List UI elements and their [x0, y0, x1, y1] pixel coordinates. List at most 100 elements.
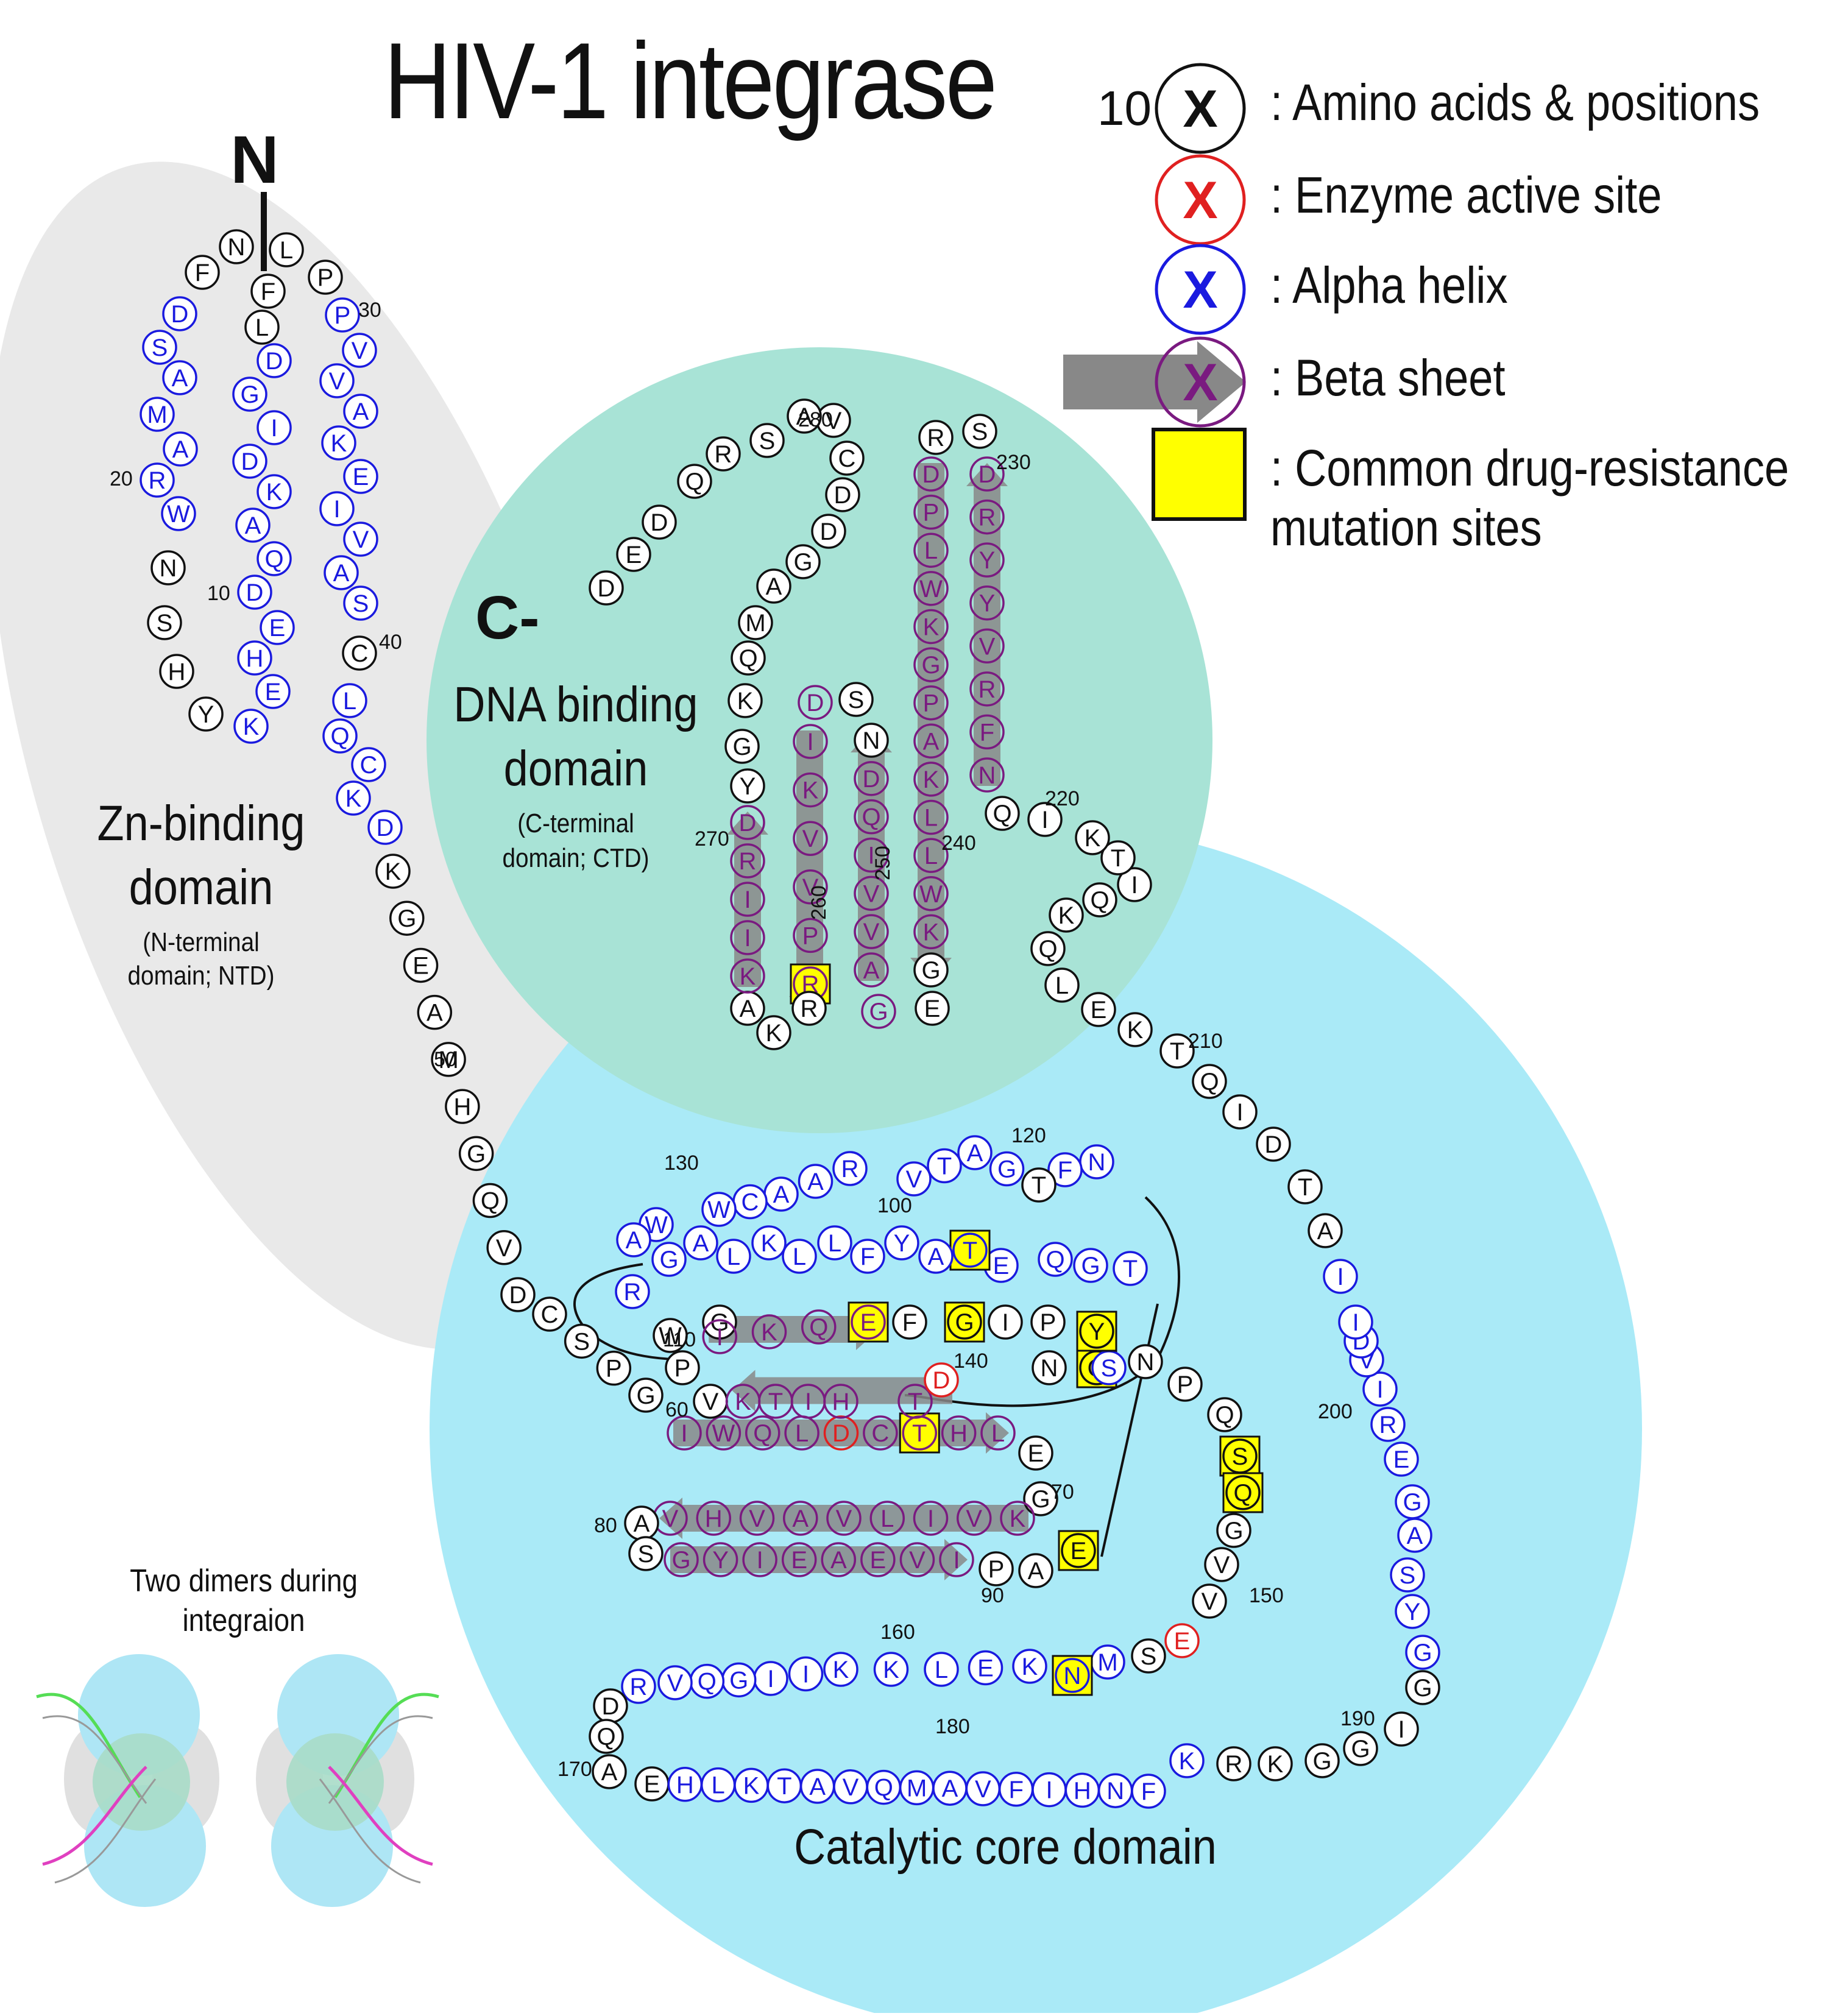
residue: I	[753, 1661, 788, 1696]
residue: G	[721, 1662, 757, 1698]
residue: M	[1090, 1644, 1125, 1680]
residue: Q	[985, 796, 1020, 831]
residue-letter: K	[923, 766, 940, 793]
drug-resistance-square	[949, 1229, 991, 1271]
residue: A	[343, 394, 378, 429]
residue: V	[833, 1769, 868, 1805]
residue: Q	[1207, 1397, 1242, 1432]
residue: L	[924, 1652, 959, 1687]
residue: V	[854, 914, 889, 949]
residue-letter: D	[651, 509, 668, 536]
residue-letter: K	[1010, 1505, 1026, 1532]
residue: R	[730, 843, 765, 879]
legend-sheet-circle	[1155, 336, 1246, 428]
residue: G	[1405, 1670, 1440, 1705]
residue-circle	[417, 994, 453, 1030]
residue-circle	[731, 640, 766, 676]
residue-circle	[913, 952, 949, 988]
position-label: 80	[594, 1514, 617, 1537]
residue-circle	[896, 1161, 932, 1197]
residue: L	[700, 1767, 736, 1803]
residue-letter: P	[334, 302, 351, 329]
residue-circle	[724, 729, 760, 764]
residue-circle	[823, 1384, 858, 1419]
residue-letter: Q	[1215, 1402, 1234, 1429]
residue-circle	[1256, 1126, 1291, 1162]
residue-letter: M	[147, 401, 167, 428]
residue-letter: L	[935, 1657, 948, 1683]
residue: V	[965, 1771, 1001, 1806]
residue-letter: Q	[698, 1669, 717, 1696]
residue-circle	[854, 799, 889, 835]
residue: G	[458, 1136, 494, 1172]
residue-circle	[255, 674, 291, 709]
residue-letter: L	[880, 1505, 894, 1532]
residue-letter: I	[868, 843, 874, 869]
residue-circle	[628, 1536, 664, 1571]
residue: S	[142, 330, 177, 365]
residue: V	[816, 403, 851, 438]
residue-letter: T	[1123, 1256, 1138, 1282]
residue-circle	[749, 423, 785, 458]
residue: T	[1100, 840, 1136, 875]
residue: P	[308, 260, 343, 295]
residue-letter: G	[467, 1141, 486, 1167]
residue-letter: E	[353, 464, 369, 490]
residue: K	[730, 958, 765, 994]
ctd-subtitle-line2: domain; CTD)	[502, 843, 649, 873]
residue-letter: I	[1002, 1309, 1008, 1336]
residue-letter: G	[1031, 1486, 1050, 1513]
residue: Y	[188, 696, 224, 732]
residue: N	[219, 229, 254, 264]
residue-circle	[798, 1164, 834, 1199]
residue-letter: I	[757, 1547, 763, 1574]
residue-letter: C	[742, 1189, 759, 1216]
residue-letter: V	[836, 1505, 852, 1532]
residue-letter: D	[739, 810, 757, 836]
residue: A	[683, 1225, 718, 1261]
position-label: 40	[379, 631, 402, 654]
residue: L	[269, 232, 304, 267]
residue-letter: A	[942, 1775, 958, 1802]
residue-circle	[188, 696, 224, 732]
residue-circle	[664, 1542, 699, 1577]
residue-circle	[163, 431, 198, 467]
legend-helix-circle	[1155, 244, 1246, 335]
residue-circle	[969, 628, 1005, 664]
residue-letter: A	[830, 1547, 847, 1574]
residue-letter: Q	[685, 469, 704, 495]
residue-letter: Q	[993, 801, 1011, 827]
residue-letter: R	[979, 504, 996, 531]
residue-circle	[336, 780, 371, 816]
residue: P	[793, 918, 828, 953]
residue: M	[140, 397, 175, 432]
residue-letter: E	[1091, 997, 1107, 1024]
residue: R	[1370, 1407, 1406, 1442]
residue: Y	[969, 542, 1005, 578]
residue: H	[1064, 1772, 1100, 1808]
residue-letter: W	[712, 1420, 735, 1447]
residue: A	[616, 1222, 651, 1257]
residue-circle	[683, 1225, 718, 1261]
residue-letter: L	[1055, 972, 1069, 999]
residue-circle	[703, 1542, 738, 1577]
residue-circle	[1018, 1553, 1053, 1588]
residue-circle	[219, 229, 254, 264]
residue-letter: W	[167, 501, 190, 528]
residue-letter: A	[773, 1181, 790, 1208]
residue-circle	[1405, 1670, 1440, 1705]
residue-letter: R	[624, 1279, 642, 1306]
residue-circle	[791, 991, 827, 1026]
residue-letter: A	[792, 1505, 809, 1532]
residue: A	[235, 508, 271, 543]
residue-letter: T	[1170, 1038, 1184, 1065]
residue-circle	[1323, 1259, 1358, 1294]
residue-circle	[342, 635, 377, 671]
ctd-title-line2: domain	[503, 741, 648, 796]
legend-label-aa: : Amino acids & positions	[1270, 74, 1760, 131]
residue-circle	[701, 1192, 737, 1227]
residue-letter: R	[739, 848, 757, 875]
residue: R	[706, 436, 741, 472]
residue-letter: Q	[862, 804, 880, 831]
residue: T	[927, 1148, 962, 1184]
